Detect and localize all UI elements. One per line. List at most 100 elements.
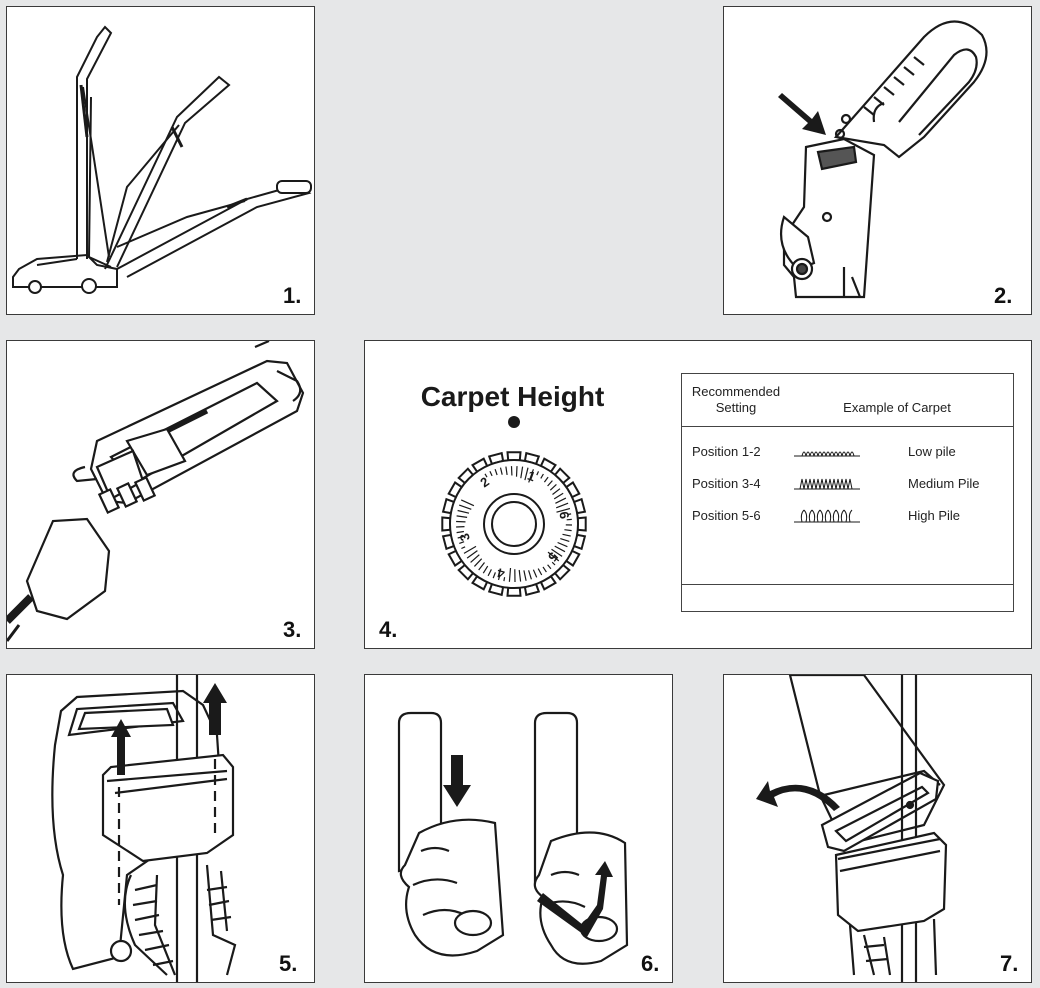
- handle-grip-illustration: [780, 20, 988, 299]
- dial-tick: [499, 467, 503, 475]
- dial-tick: [497, 574, 501, 581]
- push-pull-arrows-icon: [443, 755, 613, 937]
- dial-tick: [555, 497, 567, 504]
- dial-tick: [540, 473, 544, 479]
- step-number: 5.: [279, 951, 298, 976]
- dial-tick: [492, 572, 496, 579]
- step-number: 4.: [379, 617, 398, 642]
- dial-tick: [478, 562, 485, 571]
- dial-tick: [542, 566, 547, 573]
- press-arrow-icon: [778, 93, 826, 135]
- step-6-panel: 6.: [364, 674, 673, 983]
- dial-tick: [555, 502, 569, 509]
- dial-number: 1: [525, 468, 537, 485]
- step-number: 3.: [283, 617, 302, 642]
- dial-tick: [551, 548, 563, 557]
- header-recommended-setting: Recommended Setting: [691, 384, 781, 415]
- lift-arrows-icon: [111, 683, 227, 775]
- dial-tick: [524, 467, 529, 481]
- dial-tick: [505, 466, 508, 475]
- dial-tick: [484, 473, 488, 478]
- header-divider: [682, 426, 1013, 427]
- dial-indicator-dot: [508, 416, 520, 428]
- step-number: 2.: [994, 283, 1013, 308]
- table-footer-divider: [682, 584, 1013, 585]
- dial-number: 3: [456, 532, 472, 543]
- dial-tick: [560, 538, 570, 542]
- dial-tick: [494, 469, 498, 476]
- dial-tick: [482, 565, 489, 574]
- example-label: Medium Pile: [908, 476, 980, 491]
- dial-number: 6: [556, 510, 572, 520]
- dial-tick: [456, 515, 468, 518]
- example-label: Low pile: [908, 444, 956, 459]
- dial-tick: [466, 550, 478, 559]
- dial-tick: [536, 471, 540, 476]
- tilt-arrow-icon: [756, 781, 840, 811]
- dial-tick: [460, 499, 475, 507]
- position-label: Position 1-2: [692, 444, 761, 459]
- dial-tick: [549, 483, 557, 491]
- step-number: 1.: [283, 283, 302, 308]
- step-3-panel: 3.: [6, 340, 315, 649]
- dial-tick: [463, 545, 477, 554]
- dial-tick: [470, 554, 480, 563]
- dial-tick: [543, 476, 549, 483]
- dial-number: 4: [495, 565, 507, 582]
- high-pile-icon: [794, 509, 860, 523]
- table-row: Position 5-6 High Pile: [692, 508, 1002, 528]
- carpet-height-title: Carpet Height: [420, 381, 605, 412]
- dial-tick: [551, 561, 556, 566]
- step-2-panel: 2.: [723, 6, 1032, 315]
- table-row: Position 3-4 Medium Pile: [692, 476, 1002, 496]
- dial-tick: [515, 466, 518, 477]
- carpet-settings-table: Recommended Setting Example of Carpet Po…: [681, 373, 1014, 612]
- dial-tick: [564, 529, 572, 532]
- dial-tick: [473, 558, 483, 567]
- vacuum-reclining-illustration: [12, 25, 312, 294]
- dial-tick: [503, 577, 506, 582]
- medium-pile-icon: [794, 478, 860, 490]
- dial-tick: [552, 488, 561, 495]
- dial-tick: [532, 569, 538, 578]
- dial-tick: [518, 569, 522, 582]
- dial-tick: [553, 492, 564, 500]
- dial-tick: [547, 551, 560, 562]
- step-1-panel: 1.: [6, 6, 315, 315]
- dirt-cup-removal-illustration: [51, 675, 237, 982]
- dial-tick: [457, 509, 470, 514]
- step-number: 7.: [1000, 951, 1019, 976]
- header-example-of-carpet: Example of Carpet: [843, 400, 951, 415]
- low-pile-icon: [794, 451, 860, 457]
- dial-tick: [487, 569, 492, 577]
- table-row: Position 1-2 Low pile: [692, 444, 1002, 464]
- step-7-panel: 7.: [723, 674, 1032, 983]
- dial-tick: [554, 545, 566, 553]
- dial-tick: [567, 513, 572, 516]
- dial-tick: [461, 546, 466, 550]
- dial-tick: [457, 535, 464, 539]
- dial-tick: [528, 469, 534, 483]
- dial-tick: [557, 541, 568, 548]
- dial-tick: [520, 466, 524, 479]
- dial-tick: [459, 541, 465, 544]
- dial-tick: [547, 480, 553, 487]
- dial-tick: [537, 568, 543, 576]
- example-label: High Pile: [908, 508, 961, 523]
- step-5-panel: 5.: [6, 674, 315, 983]
- dial-tick: [456, 530, 464, 534]
- dial-tick: [523, 570, 527, 581]
- step-number: 6.: [641, 951, 660, 976]
- dial-tick: [489, 470, 493, 477]
- dial-tick: [556, 507, 571, 513]
- dial-tick: [508, 567, 512, 582]
- dial-tick: [459, 504, 472, 510]
- dial-tick: [547, 564, 552, 570]
- position-label: Position 5-6: [692, 508, 761, 523]
- cord-plug-illustration: [7, 341, 305, 642]
- dial-tick: [562, 533, 571, 537]
- position-label: Position 3-4: [692, 476, 761, 491]
- dial-tick: [528, 570, 532, 580]
